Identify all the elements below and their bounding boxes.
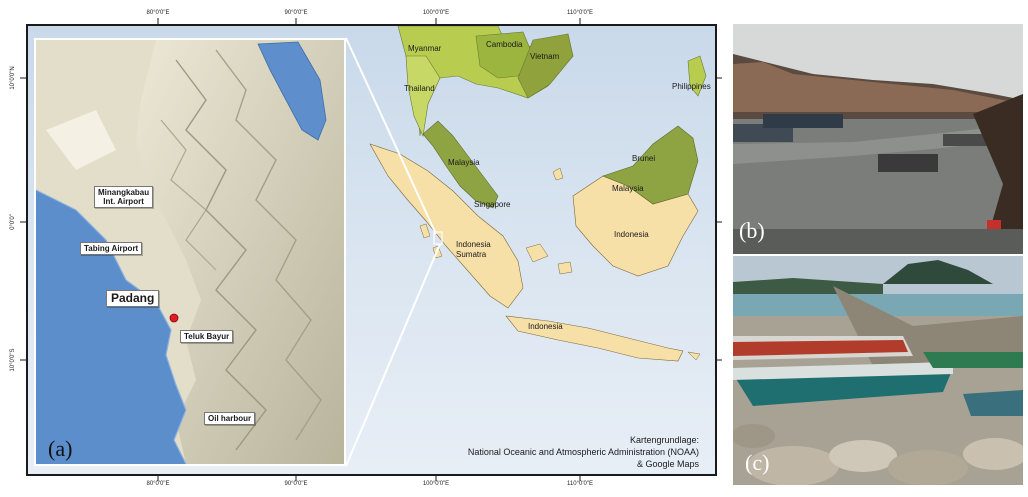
coord-left-0: 0°0'0" (10, 214, 16, 230)
photo-harbor-canal: (b) (733, 24, 1023, 254)
philippines-island (687, 55, 707, 97)
inset-coast (36, 189, 187, 464)
coord-left-10s: 10°0'0"S (10, 348, 16, 372)
label-malaysia-west: Malaysia (448, 158, 480, 167)
panel-label-b: (b) (739, 218, 765, 243)
map-graphic (345, 26, 707, 467)
thailand-region (405, 55, 441, 138)
label-singapore: Singapore (474, 200, 511, 209)
credit-line-2: National Oceanic and Atmospheric Adminis… (467, 447, 699, 457)
place-minangkabau-airport: Minangkabau Int. Airport (94, 186, 154, 208)
bangka-island (525, 243, 549, 263)
cambodia-region (475, 31, 534, 79)
label-indonesia-sumatra-text: Indonesia Sumatra (456, 240, 491, 259)
label-philippines: Philippines (672, 82, 711, 91)
java-island (505, 315, 684, 362)
inset-ridges-1 (175, 59, 267, 451)
belitung-island (557, 261, 573, 275)
inset-ridges-2 (215, 49, 322, 441)
label-indonesia-sumatra: Indonesia Sumatra (456, 240, 491, 260)
coord-bottom-80e: 80°0'0"E (146, 481, 170, 487)
padang-city-dot (169, 313, 179, 323)
inset-sea (36, 190, 186, 464)
label-indonesia-java: Indonesia (528, 322, 563, 331)
inset-lake (257, 41, 327, 141)
coord-bottom-110e: 110°0'0"E (567, 481, 593, 487)
photo-beach-boats: (c) (733, 256, 1023, 485)
borneo-malaysia (602, 125, 699, 205)
zoom-source-rect (433, 231, 443, 245)
vietnam-region (517, 33, 574, 99)
coord-bottom-100e: 100°0'0"E (422, 481, 450, 487)
inset-terrain (36, 40, 344, 464)
inset-flat-patch (46, 110, 116, 170)
label-indonesia-borneo: Indonesia (614, 230, 649, 239)
label-myanmar: Myanmar (408, 44, 442, 53)
photo-c-graphic (733, 256, 1023, 485)
bali-lombok-islands (687, 351, 701, 361)
panel-label-a: (a) (48, 436, 73, 461)
photo-b-graphic (733, 24, 1023, 254)
coord-top-100e: 100°0'0"E (422, 10, 450, 16)
label-malaysia-east: Malaysia (612, 184, 644, 193)
small-island-east (552, 167, 564, 181)
panel-label-c: (c) (745, 450, 770, 475)
coord-bottom-90e: 90°0'0"E (284, 481, 308, 487)
place-padang: Padang (106, 290, 160, 307)
coord-top-90e: 90°0'0"E (284, 10, 308, 16)
malay-peninsula (422, 120, 499, 209)
inset-ridges-3 (160, 119, 217, 271)
map-credit: Kartengrundlage: National Oceanic and At… (468, 434, 699, 470)
inset-map: Minangkabau Int. Airport Tabing Airport … (34, 38, 346, 466)
label-cambodia: Cambodia (486, 40, 523, 49)
zoom-line-top (345, 37, 437, 235)
place-teluk-bayur: Teluk Bayur (180, 330, 234, 343)
place-oil-harbour: Oil harbour (204, 412, 256, 425)
label-brunei: Brunei (632, 154, 656, 163)
coord-left-10n: 10°0'0"N (10, 66, 16, 90)
label-thailand: Thailand (404, 84, 435, 93)
label-vietnam: Vietnam (530, 52, 560, 61)
zoom-line-bottom (345, 243, 441, 467)
regional-map: Myanmar Cambodia Vietnam Thailand Philip… (26, 24, 717, 476)
inset-mountains (136, 40, 344, 464)
sumatra-island (369, 143, 524, 309)
place-minangkabau-text: Minangkabau Int. Airport (98, 188, 150, 206)
place-tabing-airport: Tabing Airport (80, 242, 143, 255)
credit-line-3: & Google Maps (636, 459, 699, 469)
credit-line-1: Kartengrundlage: (629, 435, 699, 445)
coord-top-110e: 110°0'0"E (567, 10, 593, 16)
coord-top-80e: 80°0'0"E (146, 10, 170, 16)
